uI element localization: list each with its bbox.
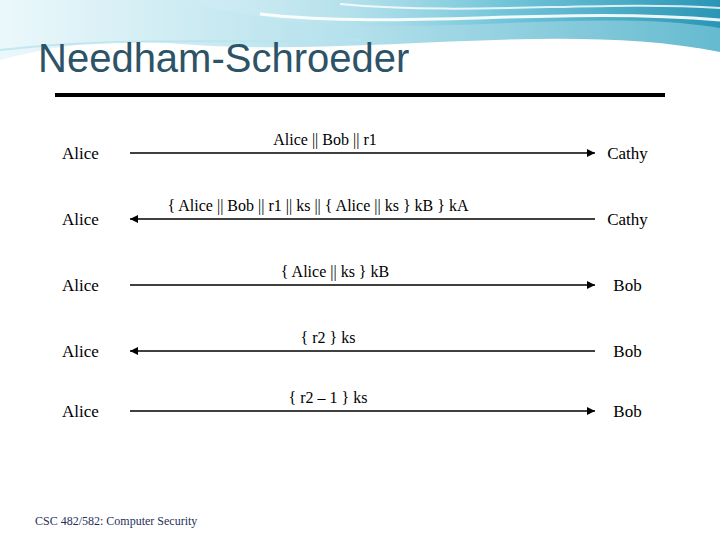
- participant: Alice: [40, 142, 130, 166]
- message-arrow: [130, 284, 595, 285]
- message-label: { r2 – 1 } ks: [289, 388, 368, 407]
- participant-name: Alice: [62, 342, 130, 362]
- participant-name: Bob: [595, 402, 660, 422]
- message-label: { Alice || Bob || r1 || ks || { Alice ||…: [168, 196, 469, 215]
- participant-name: Cathy: [595, 210, 660, 230]
- participant: Bob: [595, 340, 660, 364]
- message-label: { Alice || ks } kB: [281, 262, 389, 281]
- participant: Cathy: [595, 208, 660, 232]
- message-label: { r2 } ks: [301, 328, 356, 347]
- message-arrow: [130, 218, 595, 219]
- participant-name: Alice: [62, 210, 130, 230]
- slide-footer: CSC 482/582: Computer Security: [35, 514, 197, 529]
- message-arrow: [130, 410, 595, 411]
- title-rule: [55, 93, 665, 97]
- participant: Bob: [595, 400, 660, 424]
- participant: Cathy: [595, 142, 660, 166]
- header-streak: [260, 14, 720, 20]
- participant-name: Alice: [62, 402, 130, 422]
- participant-name: Cathy: [595, 144, 660, 164]
- participant: Alice: [40, 274, 130, 298]
- participant-name: Alice: [62, 276, 130, 296]
- participant: Alice: [40, 400, 130, 424]
- participant: Alice: [40, 340, 130, 364]
- message-arrow: [130, 152, 595, 153]
- slide-title: Needham-Schroeder: [38, 36, 409, 81]
- participant: Bob: [595, 274, 660, 298]
- participant-name: Bob: [595, 276, 660, 296]
- message-arrow: [130, 350, 595, 351]
- header-wave: [180, 0, 720, 28]
- participant-name: Bob: [595, 342, 660, 362]
- participant-name: Alice: [62, 144, 130, 164]
- header-streak: [340, 4, 720, 9]
- message-label: Alice || Bob || r1: [273, 130, 376, 149]
- participant: Alice: [40, 208, 130, 232]
